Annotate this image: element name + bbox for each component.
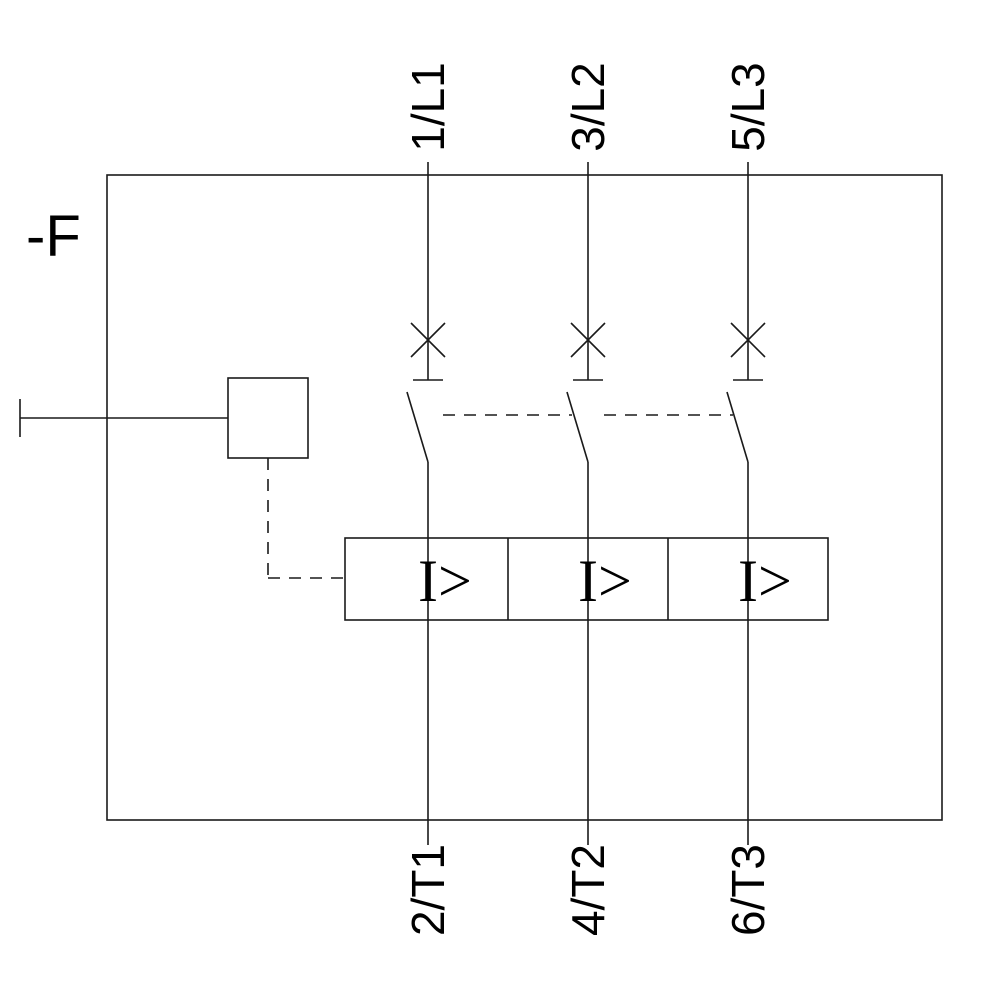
device-outline-box [106, 174, 943, 821]
terminal-label-bottom-3: 6/T3 [722, 844, 774, 936]
actuator-box [227, 377, 309, 459]
device-label: -F [26, 204, 81, 269]
terminal-label-top-3: 5/L3 [722, 62, 774, 152]
pole2-switch-blade [566, 391, 589, 463]
terminal-label-top-2: 3/L2 [562, 62, 614, 152]
pole3-switch-blade [726, 391, 749, 463]
terminal-label-top-1: 1/L1 [402, 62, 454, 152]
terminal-label-bottom-1: 2/T1 [402, 844, 454, 936]
trip-symbol-3: I> [738, 548, 792, 614]
trip-symbol-2: I> [578, 548, 632, 614]
terminal-label-bottom-2: 4/T2 [562, 844, 614, 936]
pole1-switch-blade [406, 391, 429, 463]
pole2-breaker-cross-icon [570, 322, 606, 358]
trip-unit-box [344, 537, 829, 621]
pole3-breaker-cross-icon [730, 322, 766, 358]
trip-symbol-1: I> [418, 548, 472, 614]
pole1-breaker-cross-icon [410, 322, 446, 358]
